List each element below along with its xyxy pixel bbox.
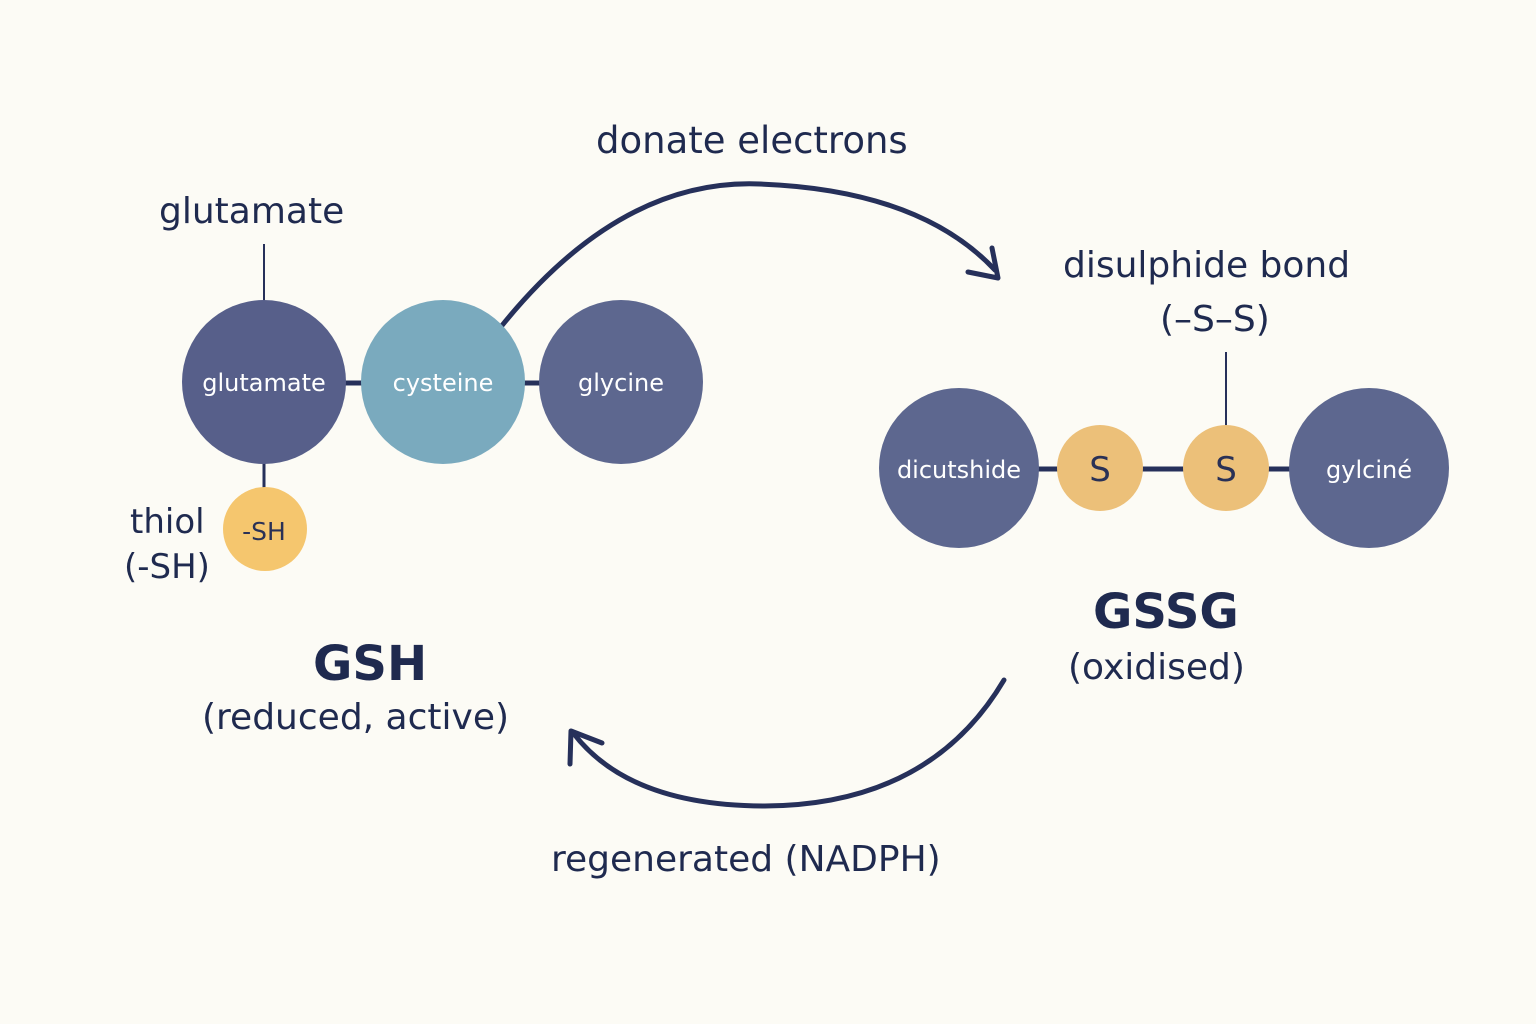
regenerated-label: regenerated (NADPH) bbox=[551, 839, 941, 880]
gsh-thiol-node-label: -SH bbox=[242, 517, 286, 546]
disulphide-bond-label: disulphide bond bbox=[1063, 245, 1351, 286]
gssg-subtitle: (oxidised) bbox=[1068, 647, 1245, 688]
glutamate-callout-label: glutamate bbox=[159, 191, 345, 232]
gsh-cysteine-node bbox=[361, 300, 525, 464]
gssg-sulfur-2-node bbox=[1183, 425, 1269, 511]
regenerated-arrow bbox=[571, 677, 1007, 809]
gssg-left-node bbox=[879, 388, 1039, 548]
gssg-sulfur-2-label: S bbox=[1215, 450, 1237, 490]
gsh-cysteine-node-label: cysteine bbox=[393, 369, 494, 397]
gsh-thiol-node bbox=[223, 487, 307, 571]
gsh-glycine-node bbox=[539, 300, 703, 464]
gssg-right-node-label: gylciné bbox=[1326, 456, 1412, 484]
gsh-glutamate-node bbox=[182, 300, 346, 464]
donate-electrons-arrowhead bbox=[965, 245, 1001, 281]
gsh-glutamate-node-label: glutamate bbox=[202, 369, 326, 397]
gssg-left-node-label: dicutshide bbox=[897, 456, 1021, 484]
gssg-sulfur-1-node bbox=[1057, 425, 1143, 511]
regenerated-arrowhead bbox=[567, 728, 605, 767]
thiol-label: thiol bbox=[130, 502, 205, 542]
donate-electrons-label: donate electrons bbox=[596, 119, 908, 162]
thiol-formula-label: (-SH) bbox=[124, 547, 210, 587]
gssg-title: GSSG bbox=[1093, 584, 1239, 640]
donate-electrons-arrow bbox=[497, 181, 998, 331]
gsh-subtitle: (reduced, active) bbox=[202, 697, 510, 738]
disulphide-formula-label: (–S–S) bbox=[1160, 299, 1270, 340]
gssg-right-node bbox=[1289, 388, 1449, 548]
gsh-title: GSH bbox=[313, 636, 428, 692]
gssg-sulfur-1-label: S bbox=[1089, 450, 1111, 490]
gsh-glycine-node-label: glycine bbox=[578, 369, 664, 397]
